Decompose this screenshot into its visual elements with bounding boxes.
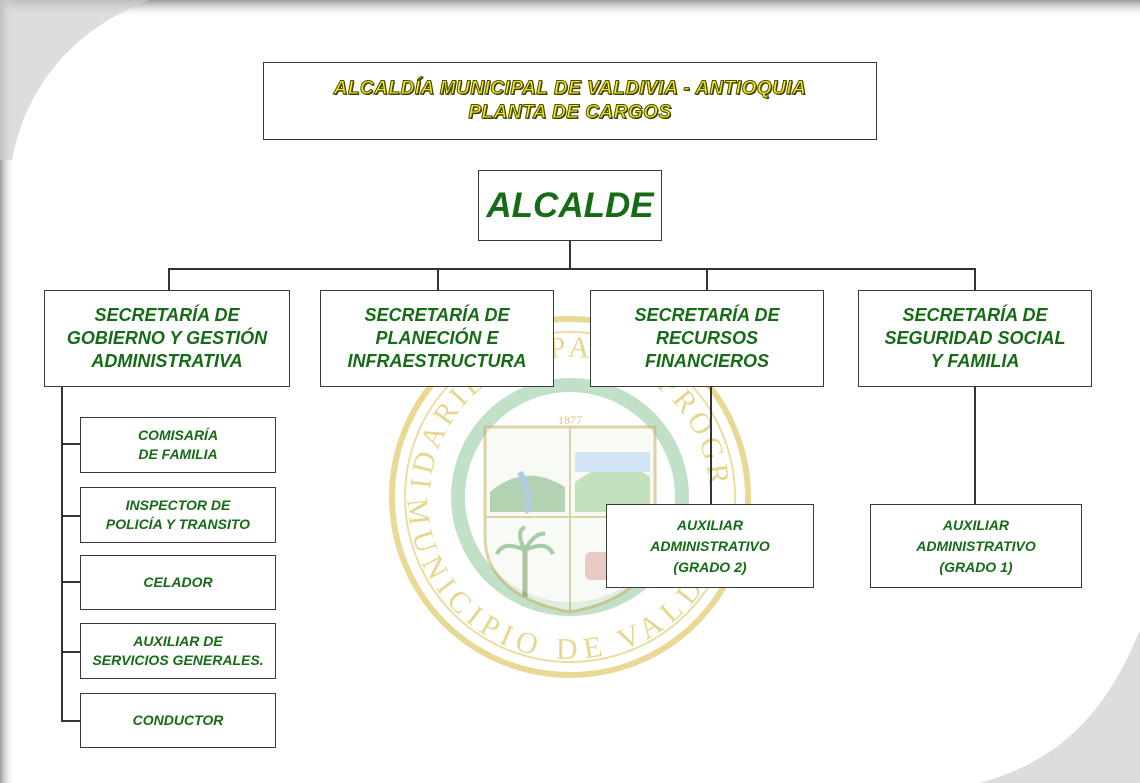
node-secretaria-planecion: SECRETARÍA DE PLANECIÓN E INFRAESTRUCTUR… xyxy=(320,290,554,387)
node-secretaria-seguridad: SECRETARÍA DE SEGURIDAD SOCIAL Y FAMILIA xyxy=(858,290,1092,387)
node-comisaria-familia-label: COMISARÍA DE FAMILIA xyxy=(137,427,219,462)
seal-year: 1877 xyxy=(558,413,582,427)
node-inspector-policia-label: INSPECTOR DE POLICÍA Y TRANSITO xyxy=(105,497,251,532)
title-box: ALCALDÍA MUNICIPAL DE VALDIVIA - ANTIOQU… xyxy=(263,62,877,140)
node-auxiliar-grado-1: AUXILIAR ADMINISTRATIVO (GRADO 1) xyxy=(870,504,1082,588)
connector-financieros-unit xyxy=(710,386,712,505)
node-auxiliar-servicios-label: AUXILIAR DE SERVICIOS GENERALES. xyxy=(92,633,264,668)
node-secretaria-gobierno-label: SECRETARÍA DE GOBIERNO Y GESTIÓN ADMINIS… xyxy=(66,305,268,371)
node-celador: CELADOR xyxy=(80,555,276,610)
node-auxiliar-grado-2-label: AUXILIAR ADMINISTRATIVO (GRADO 2) xyxy=(650,516,770,575)
connector-unit3 xyxy=(61,581,80,583)
node-secretaria-financieros-label: SECRETARÍA DE RECURSOS FINANCIEROS xyxy=(634,305,780,371)
node-auxiliar-grado-2: AUXILIAR ADMINISTRATIVO (GRADO 2) xyxy=(606,504,814,588)
node-inspector-policia: INSPECTOR DE POLICÍA Y TRANSITO xyxy=(80,487,276,543)
node-comisaria-familia: COMISARÍA DE FAMILIA xyxy=(80,417,276,473)
connector-unit5 xyxy=(61,720,80,722)
node-secretaria-gobierno: SECRETARÍA DE GOBIERNO Y GESTIÓN ADMINIS… xyxy=(44,290,290,387)
title-line-1: ALCALDÍA MUNICIPAL DE VALDIVIA - ANTIOQU… xyxy=(333,78,807,100)
connector-alcalde-down xyxy=(569,240,571,269)
node-alcalde: ALCALDE xyxy=(478,170,662,241)
node-secretaria-seguridad-label: SECRETARÍA DE SEGURIDAD SOCIAL Y FAMILIA xyxy=(884,305,1066,371)
connector-unit1 xyxy=(61,443,80,445)
connector-horizontal-bus xyxy=(168,268,976,270)
seal-outer-ring xyxy=(389,316,751,678)
node-conductor-label: CONDUCTOR xyxy=(132,712,224,728)
connector-unit4 xyxy=(61,651,80,653)
title-line-2: PLANTA DE CARGOS xyxy=(468,102,672,124)
node-secretaria-planecion-label: SECRETARÍA DE PLANECIÓN E INFRAESTRUCTUR… xyxy=(347,305,527,371)
connector-sec1 xyxy=(168,268,170,291)
connector-sec2 xyxy=(437,268,439,291)
node-auxiliar-servicios: AUXILIAR DE SERVICIOS GENERALES. xyxy=(80,623,276,679)
connector-sec4 xyxy=(974,268,976,291)
connector-unit2 xyxy=(61,515,80,517)
node-secretaria-financieros: SECRETARÍA DE RECURSOS FINANCIEROS xyxy=(590,290,824,387)
node-alcalde-label: ALCALDE xyxy=(486,185,654,225)
connector-gobierno-vertical xyxy=(61,386,63,722)
connector-sec3 xyxy=(706,268,708,291)
connector-seguridad-unit xyxy=(974,386,976,505)
node-celador-label: CELADOR xyxy=(143,574,213,590)
node-conductor: CONDUCTOR xyxy=(80,693,276,748)
node-auxiliar-grado-1-label: AUXILIAR ADMINISTRATIVO (GRADO 1) xyxy=(916,516,1036,575)
